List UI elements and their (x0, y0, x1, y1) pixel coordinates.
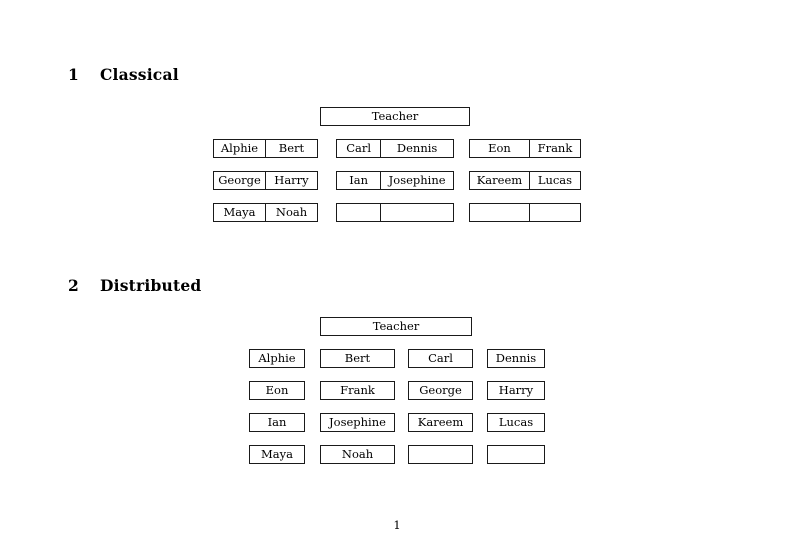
table-cell[interactable]: Harry (265, 172, 317, 189)
table-cell[interactable]: Josephine (380, 172, 453, 189)
distributed-box[interactable]: Carl (408, 349, 473, 368)
distributed-box[interactable]: Ian (249, 413, 305, 432)
distributed-box[interactable]: Josephine (320, 413, 395, 432)
table-cell-empty[interactable] (470, 204, 529, 221)
section-title: Classical (100, 65, 179, 84)
distributed-box[interactable]: Eon (249, 381, 305, 400)
section-number: 2 (68, 276, 79, 295)
classical-middle-group-row-1[interactable]: Carl Dennis (336, 139, 454, 158)
distributed-box-empty[interactable] (487, 445, 545, 464)
table-cell-empty[interactable] (380, 204, 453, 221)
table-cell[interactable]: Noah (265, 204, 317, 221)
classical-middle-group-row-3[interactable] (336, 203, 454, 222)
classical-teacher-box[interactable]: Teacher (320, 107, 470, 126)
classical-left-group-row-2[interactable]: George Harry (213, 171, 318, 190)
distributed-box[interactable]: Harry (487, 381, 545, 400)
table-cell[interactable]: Maya (223, 204, 256, 219)
classical-right-group-row-1[interactable]: Eon Frank (469, 139, 581, 158)
distributed-box[interactable]: Lucas (487, 413, 545, 432)
table-cell-empty[interactable] (528, 204, 580, 221)
classical-middle-group-row-2[interactable]: Ian Josephine (336, 171, 454, 190)
distributed-box[interactable]: Dennis (487, 349, 545, 368)
classical-left-group-row-3[interactable]: Maya Noah (213, 203, 318, 222)
classical-right-group-row-3[interactable] (469, 203, 581, 222)
section-number: 1 (68, 65, 79, 84)
classical-left-group-row-1[interactable]: Alphie Bert (213, 139, 318, 158)
table-cell[interactable]: Frank (528, 140, 580, 157)
distributed-box[interactable]: Alphie (249, 349, 305, 368)
table-cell[interactable]: Alphie (220, 140, 259, 155)
distributed-box[interactable]: Maya (249, 445, 305, 464)
table-cell-empty[interactable] (337, 204, 380, 221)
table-cell[interactable]: Carl (346, 140, 372, 155)
section-title: Distributed (100, 276, 202, 295)
section-heading-classical: 1 Classical (68, 67, 179, 83)
table-cell[interactable]: George (218, 172, 261, 187)
table-cell[interactable]: Ian (349, 172, 369, 187)
distributed-box[interactable]: George (408, 381, 473, 400)
table-cell[interactable]: Dennis (380, 140, 453, 157)
distributed-box[interactable]: Frank (320, 381, 395, 400)
table-cell[interactable]: Kareem (476, 172, 523, 187)
table-cell[interactable]: Lucas (528, 172, 580, 189)
distributed-box[interactable]: Kareem (408, 413, 473, 432)
classical-right-group-row-2[interactable]: Kareem Lucas (469, 171, 581, 190)
page-number: 1 (393, 518, 401, 532)
distributed-box[interactable]: Bert (320, 349, 395, 368)
distributed-box[interactable]: Noah (320, 445, 395, 464)
distributed-teacher-box[interactable]: Teacher (320, 317, 472, 336)
table-cell[interactable]: Eon (488, 140, 511, 155)
table-cell[interactable]: Bert (265, 140, 317, 157)
distributed-box-empty[interactable] (408, 445, 473, 464)
section-heading-distributed: 2 Distributed (68, 278, 201, 294)
